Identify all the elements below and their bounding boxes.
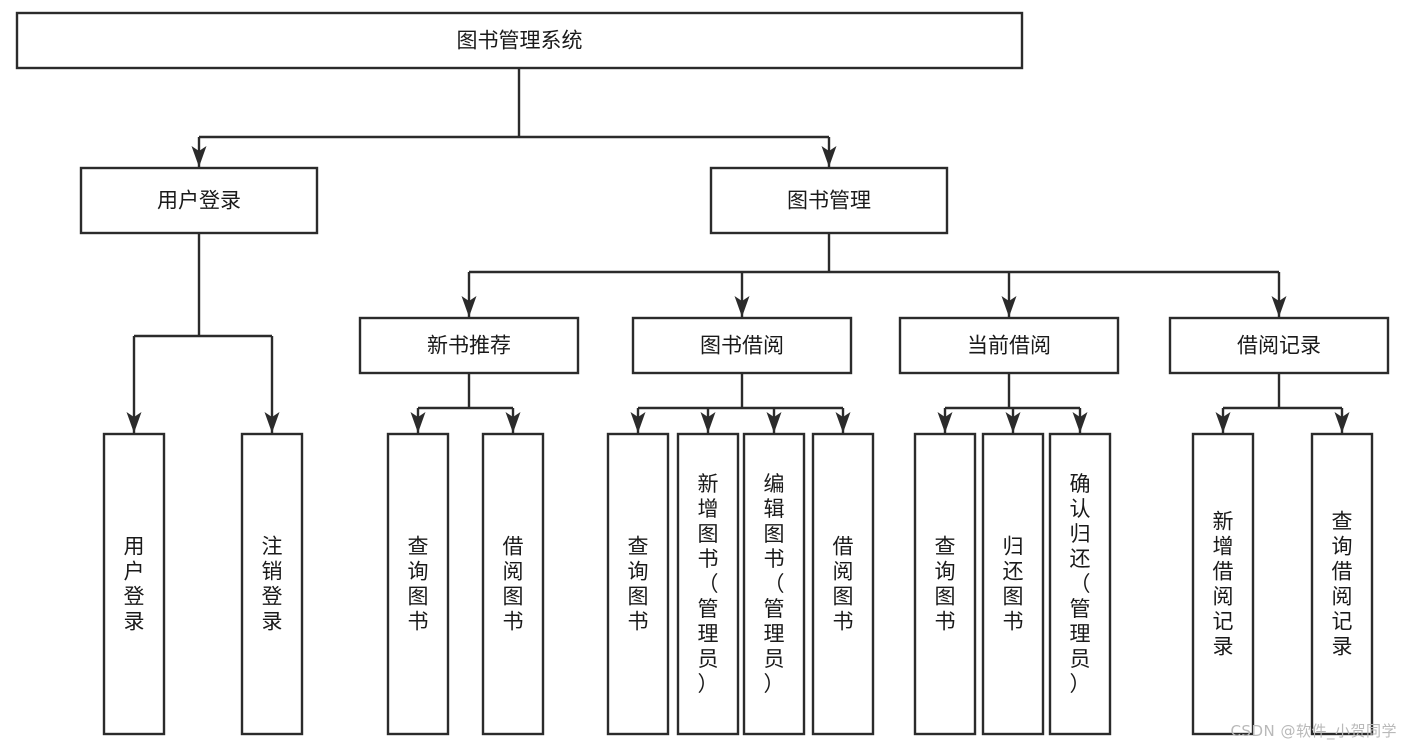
arrow-icon-current_borrow [1001, 296, 1017, 317]
arrow-icon-leaf_add_record [1215, 412, 1231, 433]
arrow-icon-leaf_return_book [1005, 412, 1021, 433]
arrow-icon-leaf_user_login [126, 412, 142, 433]
arrow-icon-leaf_query_book_2 [630, 412, 646, 433]
node-book_manage[interactable]: 图书管理 [709, 166, 949, 235]
node-leaf_query_record[interactable]: 查询借阅记录 [1310, 432, 1374, 736]
node-leaf_return_book[interactable]: 归还图书 [981, 432, 1045, 736]
node-box-root[interactable] [15, 11, 1024, 70]
arrow-icon-new_book_rec [461, 296, 477, 317]
node-box-leaf_borrow_book_1[interactable] [481, 432, 545, 736]
node-label-leaf_query_book_2: 查询图书 [628, 535, 649, 634]
arrow-icon-leaf_edit_book [766, 412, 782, 433]
node-label-leaf_return_book: 归还图书 [1003, 535, 1024, 634]
node-box-new_book_rec[interactable] [358, 316, 580, 375]
node-label-leaf_logout: 注销登录 [262, 535, 283, 634]
csdn-watermark: CSDN @软件_小贺同学 [1230, 722, 1397, 740]
arrow-icon-leaf_query_book_1 [410, 412, 426, 433]
arrow-icon-leaf_query_book_3 [937, 412, 953, 433]
node-label-book_borrow: 图书借阅 [700, 334, 784, 358]
node-label-leaf_borrow_book_2: 借阅图书 [833, 535, 854, 634]
node-box-leaf_user_login[interactable] [102, 432, 166, 736]
arrow-icon-leaf_query_record [1334, 412, 1350, 433]
node-user_login[interactable]: 用户登录 [79, 166, 319, 235]
arrow-icon-leaf_confirm_return [1072, 412, 1088, 433]
node-layer: 图书管理系统用户登录图书管理新书推荐图书借阅当前借阅借阅记录用户登录注销登录查询… [15, 11, 1390, 736]
node-box-borrow_record[interactable] [1168, 316, 1390, 375]
node-current_borrow[interactable]: 当前借阅 [898, 316, 1120, 375]
node-box-leaf_logout[interactable] [240, 432, 304, 736]
node-leaf_query_book_3[interactable]: 查询图书 [913, 432, 977, 736]
node-label-leaf_edit_book: 编辑图书（管理员） [764, 472, 785, 696]
arrow-icon-leaf_logout [264, 412, 280, 433]
node-label-root: 图书管理系统 [457, 29, 583, 53]
node-leaf_borrow_book_1[interactable]: 借阅图书 [481, 432, 545, 736]
node-label-leaf_add_book: 新增图书（管理员） [698, 472, 719, 696]
node-label-leaf_borrow_book_1: 借阅图书 [503, 535, 524, 634]
node-box-book_manage[interactable] [709, 166, 949, 235]
node-box-leaf_query_book_3[interactable] [913, 432, 977, 736]
arrow-icon-leaf_add_book [700, 412, 716, 433]
node-box-book_borrow[interactable] [631, 316, 853, 375]
arrow-icon-leaf_borrow_book_2 [835, 412, 851, 433]
arrow-icon-book_borrow [734, 296, 750, 317]
node-label-new_book_rec: 新书推荐 [427, 334, 511, 358]
node-box-leaf_return_book[interactable] [981, 432, 1045, 736]
node-label-borrow_record: 借阅记录 [1237, 334, 1321, 358]
node-label-leaf_add_record: 新增借阅记录 [1213, 510, 1234, 659]
node-leaf_query_book_1[interactable]: 查询图书 [386, 432, 450, 736]
connector-layer [126, 68, 1350, 433]
node-book_borrow[interactable]: 图书借阅 [631, 316, 853, 375]
node-box-leaf_edit_book[interactable] [742, 432, 806, 736]
node-label-leaf_confirm_return: 确认归还（管理员） [1070, 472, 1091, 696]
node-label-leaf_query_book_3: 查询图书 [935, 535, 956, 634]
node-leaf_confirm_return[interactable]: 确认归还（管理员） [1048, 432, 1112, 736]
node-new_book_rec[interactable]: 新书推荐 [358, 316, 580, 375]
node-leaf_add_record[interactable]: 新增借阅记录 [1191, 432, 1255, 736]
node-label-current_borrow: 当前借阅 [967, 334, 1051, 358]
node-label-book_manage: 图书管理 [787, 189, 871, 213]
node-box-current_borrow[interactable] [898, 316, 1120, 375]
arrow-icon-user_login [191, 146, 207, 167]
node-leaf_edit_book[interactable]: 编辑图书（管理员） [742, 432, 806, 736]
node-leaf_add_book[interactable]: 新增图书（管理员） [676, 432, 740, 736]
node-label-leaf_query_record: 查询借阅记录 [1332, 510, 1353, 659]
node-leaf_logout[interactable]: 注销登录 [240, 432, 304, 736]
node-leaf_borrow_book_2[interactable]: 借阅图书 [811, 432, 875, 736]
node-box-leaf_add_book[interactable] [676, 432, 740, 736]
node-root[interactable]: 图书管理系统 [15, 11, 1024, 70]
node-box-leaf_confirm_return[interactable] [1048, 432, 1112, 736]
node-box-leaf_query_book_2[interactable] [606, 432, 670, 736]
node-box-leaf_borrow_book_2[interactable] [811, 432, 875, 736]
arrow-icon-leaf_borrow_book_1 [505, 412, 521, 433]
arrow-icon-borrow_record [1271, 296, 1287, 317]
node-leaf_user_login[interactable]: 用户登录 [102, 432, 166, 736]
node-box-leaf_add_record[interactable] [1191, 432, 1255, 736]
node-label-user_login: 用户登录 [157, 189, 241, 213]
node-borrow_record[interactable]: 借阅记录 [1168, 316, 1390, 375]
node-label-leaf_user_login: 用户登录 [124, 535, 145, 634]
arrow-icon-book_manage [821, 146, 837, 167]
node-box-user_login[interactable] [79, 166, 319, 235]
node-leaf_query_book_2[interactable]: 查询图书 [606, 432, 670, 736]
node-box-leaf_query_record[interactable] [1310, 432, 1374, 736]
node-label-leaf_query_book_1: 查询图书 [408, 535, 429, 634]
node-box-leaf_query_book_1[interactable] [386, 432, 450, 736]
